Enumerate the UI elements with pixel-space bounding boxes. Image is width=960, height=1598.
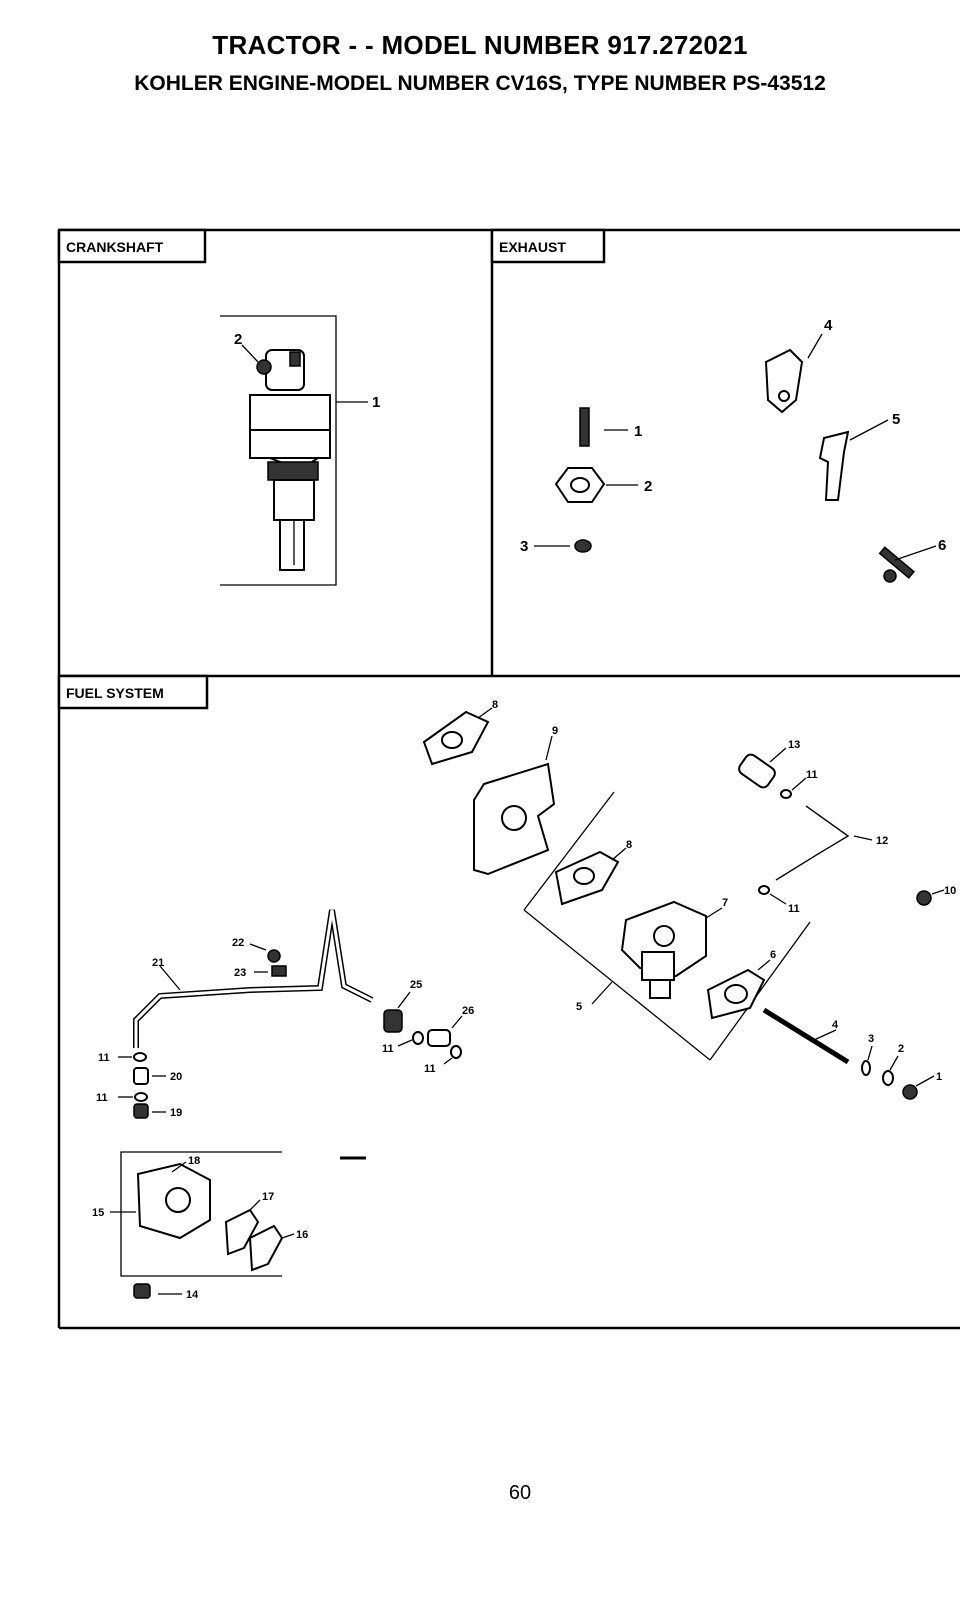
fuel-callout-3: 3 bbox=[868, 1033, 874, 1045]
exhaust-callout-4: 4 bbox=[824, 317, 833, 334]
fuel-callout-11-lower-stack: 11 bbox=[96, 1092, 108, 1104]
fuel-callout-15: 15 bbox=[92, 1207, 104, 1219]
fuel-callout-11-filter: 11 bbox=[806, 769, 818, 781]
section-label-exhaust: EXHAUST bbox=[492, 230, 604, 262]
section-label-fuel-system: FUEL SYSTEM bbox=[59, 676, 207, 708]
fuel-callout-4: 4 bbox=[832, 1019, 839, 1031]
fuel-callout-14: 14 bbox=[186, 1289, 199, 1301]
fuel-callout-17: 17 bbox=[262, 1191, 274, 1203]
fuel-callout-6: 6 bbox=[770, 949, 776, 961]
section-label-fuel-system-text: FUEL SYSTEM bbox=[66, 685, 164, 701]
fuel-callout-11-right: 11 bbox=[424, 1063, 436, 1075]
fuel-callout-13: 13 bbox=[788, 739, 800, 751]
crankshaft-illustration bbox=[220, 316, 368, 585]
fuel-callout-22: 22 bbox=[232, 937, 244, 949]
fuel-callout-23: 23 bbox=[234, 967, 246, 979]
fuel-callout-10: 10 bbox=[944, 885, 956, 897]
section-label-crankshaft: CRANKSHAFT bbox=[59, 230, 205, 262]
exhaust-illustration bbox=[534, 334, 936, 582]
fuel-callout-1: 1 bbox=[936, 1071, 942, 1083]
exhaust-callout-6: 6 bbox=[938, 537, 946, 554]
section-label-exhaust-text: EXHAUST bbox=[499, 239, 566, 255]
fuel-callout-26: 26 bbox=[462, 1005, 474, 1017]
crankshaft-callout-1: 1 bbox=[372, 394, 380, 411]
fuel-callout-19: 19 bbox=[170, 1107, 182, 1119]
fuel-callout-20: 20 bbox=[170, 1071, 182, 1083]
fuel-callout-2: 2 bbox=[898, 1043, 904, 1055]
section-label-crankshaft-text: CRANKSHAFT bbox=[66, 239, 164, 255]
fuel-callout-11-left: 11 bbox=[382, 1043, 394, 1055]
fuel-callout-21: 21 bbox=[152, 957, 164, 969]
fuel-callout-11-upper-stack: 11 bbox=[98, 1052, 110, 1064]
fuel-callout-7: 7 bbox=[722, 897, 728, 909]
exhaust-callout-3: 3 bbox=[520, 538, 528, 555]
fuel-system-illustration bbox=[110, 708, 944, 1298]
exhaust-callout-1: 1 bbox=[634, 423, 642, 440]
fuel-callout-18: 18 bbox=[188, 1155, 200, 1167]
fuel-callout-25: 25 bbox=[410, 979, 422, 991]
fuel-callout-5: 5 bbox=[576, 1001, 582, 1013]
exhaust-callout-5: 5 bbox=[892, 411, 900, 428]
exhaust-callout-2: 2 bbox=[644, 478, 652, 495]
fuel-callout-9: 9 bbox=[552, 725, 558, 737]
fuel-callout-8-lower: 8 bbox=[626, 839, 632, 851]
fuel-callout-8-upper: 8 bbox=[492, 699, 498, 711]
fuel-callout-16: 16 bbox=[296, 1229, 308, 1241]
fuel-callout-11-hose: 11 bbox=[788, 903, 800, 915]
crankshaft-callout-2: 2 bbox=[234, 331, 242, 348]
page-number: 60 bbox=[0, 1482, 960, 1505]
fuel-callout-12: 12 bbox=[876, 835, 888, 847]
